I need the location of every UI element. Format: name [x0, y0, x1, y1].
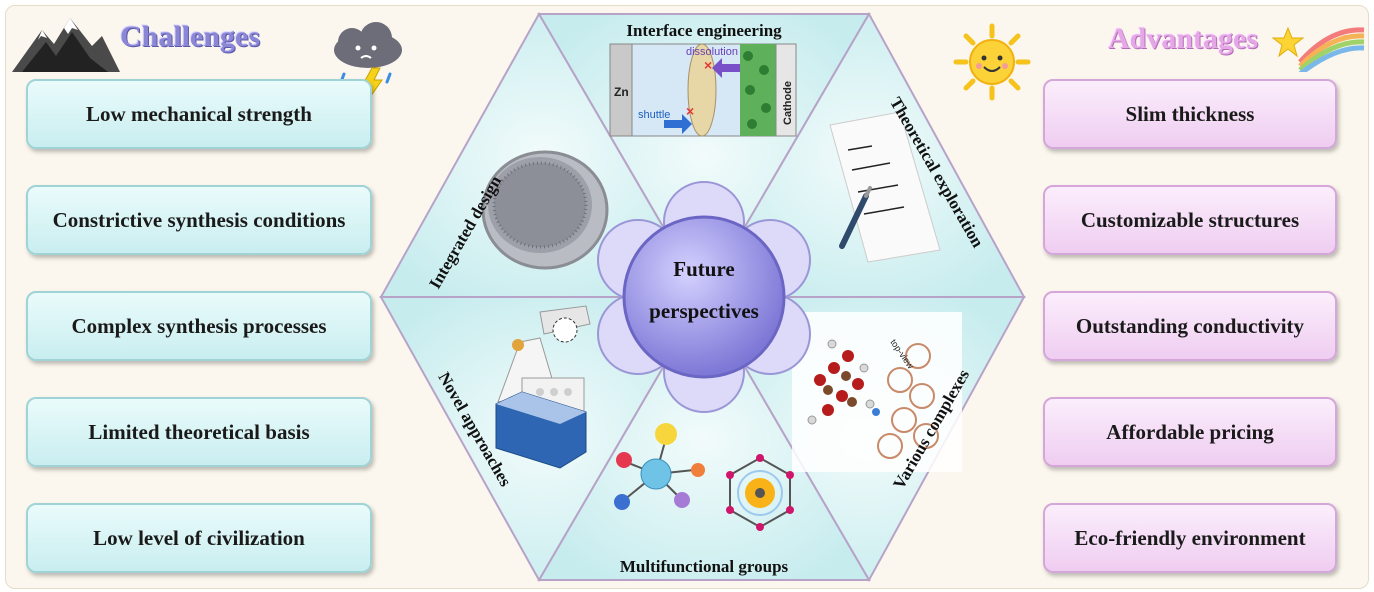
advantage-box: Slim thickness [1043, 79, 1337, 149]
interface-schematic: Zn Cathode dissolution × shuttle × [609, 43, 797, 137]
sun-icon [953, 23, 1031, 101]
challenge-label: Limited theoretical basis [88, 419, 310, 444]
challenge-box: Constrictive synthesis conditions [26, 185, 372, 255]
lab-equipment-icon [495, 305, 591, 469]
advantage-box: Affordable pricing [1043, 397, 1337, 467]
zn-label: Zn [614, 85, 629, 99]
advantage-label: Outstanding conductivity [1075, 313, 1305, 338]
challenge-box: Low level of civilization [26, 503, 372, 573]
challenge-box: Complex synthesis processes [26, 291, 372, 361]
cathode-label: Cathode [782, 81, 794, 125]
challenge-label: Complex synthesis processes [71, 313, 327, 338]
rainbow-star-icon [1271, 26, 1365, 72]
molecular-complex-icon: top-view [792, 312, 962, 472]
advantage-box: Customizable structures [1043, 185, 1337, 255]
equation-paper-icon [829, 111, 941, 263]
segment-top-label: Interface engineering [626, 21, 782, 40]
dissolution-label: dissolution [686, 46, 738, 58]
svg-text:×: × [686, 103, 694, 119]
multifunctional-groups-icon [614, 423, 794, 531]
coin-cell-icon [481, 150, 609, 270]
advantage-box: Outstanding conductivity [1043, 291, 1337, 361]
center-title-line2: perspectives [649, 299, 759, 323]
challenge-label: Low mechanical strength [86, 101, 312, 126]
challenges-title: Challenges [120, 20, 261, 53]
mountain-icon [12, 18, 120, 72]
center-flower [597, 181, 811, 413]
svg-text:×: × [704, 57, 712, 73]
advantage-label: Affordable pricing [1106, 419, 1274, 444]
advantages-title: Advantages [1108, 22, 1259, 55]
center-title-line1: Future [673, 257, 734, 281]
advantage-label: Eco-friendly environment [1074, 525, 1306, 550]
segment-bottom-label: Multifunctional groups [620, 557, 789, 576]
advantage-label: Customizable structures [1080, 207, 1300, 232]
challenge-label: Constrictive synthesis conditions [52, 207, 346, 232]
challenge-label: Low level of civilization [93, 525, 305, 550]
shuttle-label: shuttle [638, 109, 670, 121]
advantage-box: Eco-friendly environment [1043, 503, 1337, 573]
advantage-label: Slim thickness [1125, 101, 1255, 126]
challenge-box: Limited theoretical basis [26, 397, 372, 467]
challenge-box: Low mechanical strength [26, 79, 372, 149]
